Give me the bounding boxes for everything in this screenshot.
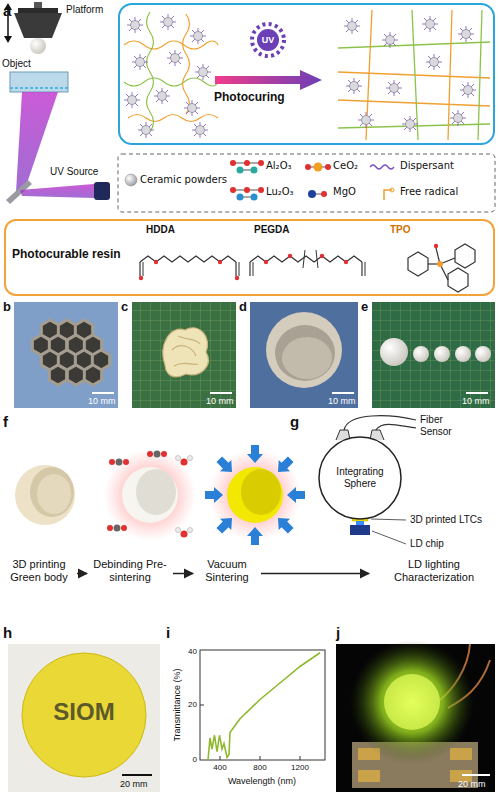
panel-letter: c: [121, 300, 128, 315]
legend-text: Lu₂O₃: [266, 186, 294, 198]
process-step: Vacuum Sintering: [196, 558, 258, 589]
panel-letter: f: [3, 413, 8, 430]
resin-panel: Photocurable resin HDDA PEGDA TPO: [4, 219, 495, 296]
tick-label: 400: [213, 763, 226, 772]
node-text: TPO: [390, 224, 411, 236]
legend-text: Ceramic powders: [140, 174, 227, 186]
part-label: Fiber Sensor: [420, 414, 470, 437]
axis-title: Wavelength (nm): [228, 776, 296, 786]
part-label: Object: [2, 58, 31, 70]
integrating-sphere: Integrating Sphere: [318, 436, 402, 520]
panel-letter: e: [361, 300, 368, 315]
scale-bar-label: 10 mm: [206, 396, 234, 406]
panel-letter: a: [3, 2, 11, 19]
scale-bar-label: 20 mm: [458, 779, 486, 789]
panel-letter: b: [3, 300, 11, 315]
part-label: 3D printed LTCs: [410, 514, 482, 526]
sample-text: SIOM: [53, 698, 114, 726]
node-text: Photocuring: [214, 91, 285, 105]
scale-bar-label: 20 mm: [120, 779, 148, 789]
legend-text: Free radical: [400, 186, 458, 198]
node-text: HDDA: [146, 224, 175, 236]
scale-bar-label: 10 mm: [462, 396, 490, 406]
process-arrow: [173, 573, 193, 575]
panel-letter: g: [290, 413, 299, 430]
tick-label: 1200: [291, 763, 309, 772]
tick-label: 20: [188, 700, 197, 709]
panel-letter: i: [166, 624, 170, 641]
part-label: Platform: [66, 4, 103, 16]
process-step: LD lighting Characterization: [372, 558, 496, 589]
scale-bar-label: 10 mm: [88, 396, 116, 406]
tick-label: 0: [193, 755, 197, 764]
legend-text: Al₂O₃: [266, 160, 292, 172]
axis-title: Transmittance (%): [172, 668, 182, 741]
node-text: Vacuum Sintering: [196, 558, 258, 584]
node-text: 3D printing Green body: [4, 558, 74, 584]
tick-label: 800: [253, 763, 266, 772]
icon-label: UV: [262, 35, 275, 45]
panel-letter: j: [336, 624, 340, 641]
panel-letter: h: [3, 624, 12, 641]
node-text: LD lighting Characterization: [372, 558, 496, 584]
process-arrow: [261, 573, 369, 575]
process-step: 3D printing Green body: [4, 558, 74, 589]
tick-label: 40: [188, 647, 197, 656]
scale-bar-label: 10 mm: [328, 396, 356, 406]
node-text: Debinding Pre-sintering: [90, 558, 170, 584]
part-label: LD chip: [410, 538, 444, 550]
panel-letter: d: [239, 300, 247, 315]
process-arrow: [77, 573, 87, 575]
sphere-circle: [319, 437, 401, 519]
legend-text: MgO: [333, 186, 356, 198]
legend-text: Dispersant: [400, 160, 454, 172]
photocuring-panel: Photocuring: [118, 3, 495, 145]
legend-text: CeO₂: [333, 160, 358, 172]
node-text: Photocurable resin: [12, 248, 121, 262]
node-text: PEGDA: [254, 224, 290, 236]
part-label: UV Source: [50, 166, 98, 178]
process-step: Debinding Pre-sintering: [90, 558, 170, 589]
node-text: Integrating Sphere: [328, 466, 392, 490]
